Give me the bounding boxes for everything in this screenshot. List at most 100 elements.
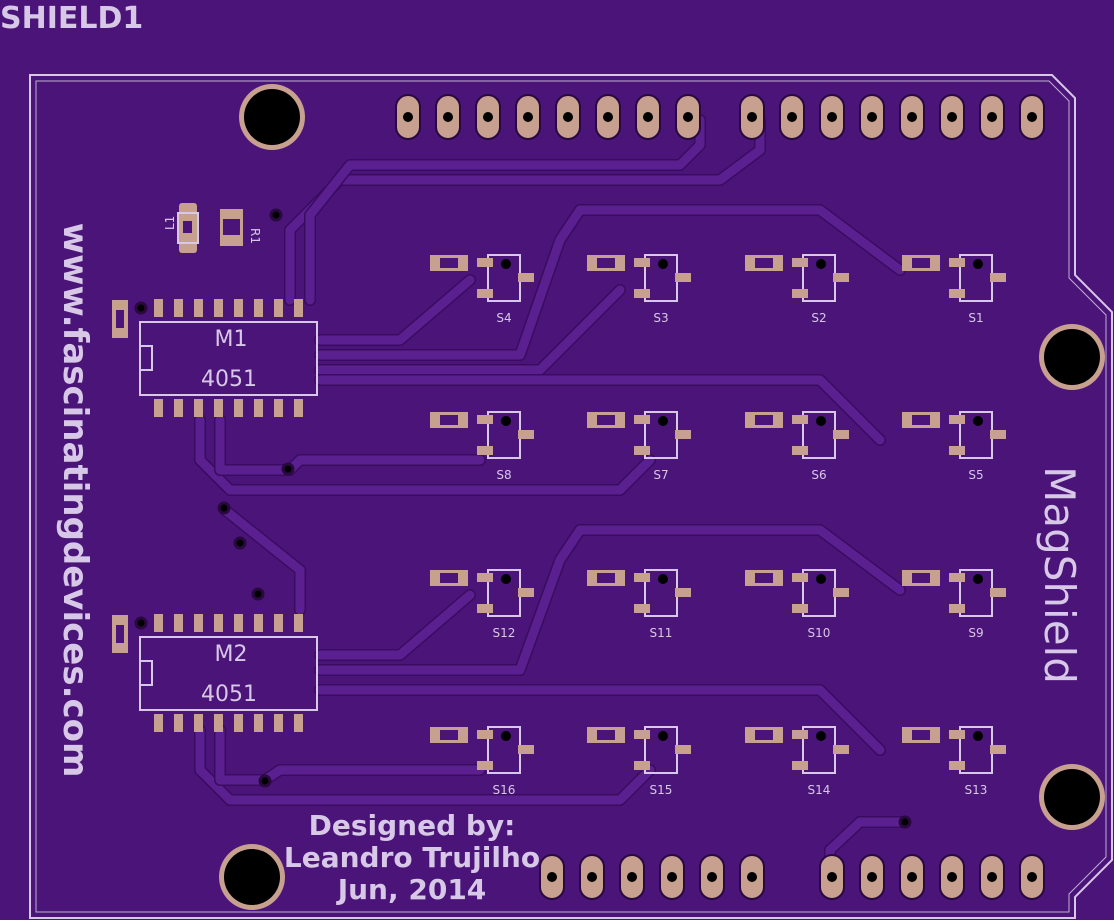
chip-m1 [139,321,318,396]
sensor-label: S5 [968,468,983,482]
sensor-cell: S2 [745,254,849,325]
credit-line-3: Jun, 2014 [336,873,487,906]
header-pin [699,854,725,900]
header-pin [939,94,965,140]
header-pin [515,94,541,140]
header-pins [395,94,1045,900]
label-r1: R1 [248,228,262,244]
chip-pin [154,299,163,317]
sensor-label: S4 [496,311,511,325]
sensor-label: S13 [965,783,988,797]
chip-pin [274,399,283,417]
board-outline [29,74,1113,919]
header-pin [859,854,885,900]
chip-pin [214,614,223,632]
chip-pin [234,299,243,317]
header-pin [899,94,925,140]
sensor-cell: S10 [745,569,849,640]
chip-pin [174,614,183,632]
chip-pins [154,299,303,732]
sensor-cell: S12 [430,569,534,640]
chip-pin [254,399,263,417]
mounting-holes [219,84,1105,910]
chip-m2 [139,636,318,711]
sensor-label: S12 [493,626,516,640]
chip-pin [294,714,303,732]
chip-pin [254,714,263,732]
sensor-cell: S7 [587,411,691,482]
board-name: SHIELD1 [0,1,143,36]
small-cap-left-1 [112,300,128,338]
chip-pin [214,399,223,417]
sensor-cell: S13 [902,726,1006,797]
sensor-cell: S3 [587,254,691,325]
chip-pin [294,614,303,632]
header-pin [475,94,501,140]
chip-pin [174,714,183,732]
sensor-cell: S16 [430,726,534,797]
header-pin [675,94,701,140]
chip-pin [234,614,243,632]
sensor-cell: S4 [430,254,534,325]
chip-pin [194,299,203,317]
resistor-r1 [220,209,243,246]
chip-pin [194,714,203,732]
small-cap-left-2 [112,615,128,653]
header-pin [979,94,1005,140]
header-pin [819,854,845,900]
sensor-cell: S11 [587,569,691,640]
chip-pin [234,399,243,417]
chip-pin [274,614,283,632]
credit-line-2: Leandro Trujilho [284,841,540,874]
inductor-l1 [177,203,199,253]
header-pin [395,94,421,140]
vias [134,208,912,829]
sensor-label: S6 [811,468,826,482]
chip-pin [154,399,163,417]
chip-pin [154,714,163,732]
header-pin [1019,94,1045,140]
sensor-label: S14 [808,783,831,797]
header-pin [779,94,805,140]
sensor-label: S3 [653,311,668,325]
header-pin [859,94,885,140]
sensor-label: S7 [653,468,668,482]
sensor-cell: S5 [902,411,1006,482]
chip-pin [294,399,303,417]
chip-pin [174,399,183,417]
header-pin [555,94,581,140]
sensor-label: S2 [811,311,826,325]
chip-pin [254,299,263,317]
website-url: www.fascinatingdevices.com [55,223,95,778]
sensor-cell: S9 [902,569,1006,640]
chip-pin [214,714,223,732]
chip-pin [274,714,283,732]
header-pin [579,854,605,900]
sensor-cell: S1 [902,254,1006,325]
chip-pin [174,299,183,317]
header-pin [435,94,461,140]
sensor-label: S8 [496,468,511,482]
traces [194,114,911,884]
sensor-label: S10 [808,626,831,640]
chip-pin [254,614,263,632]
sensor-label: S16 [493,783,516,797]
header-pin [939,854,965,900]
header-pin [659,854,685,900]
chip-m2-value: 4051 [201,682,257,707]
sensor-label: S11 [650,626,673,640]
header-pin [739,94,765,140]
chip-m2-ref: M2 [215,642,248,667]
credit-line-1: Designed by: [309,809,516,842]
header-pin [595,94,621,140]
chip-m1-ref: M1 [215,327,248,352]
sensor-label: S1 [968,311,983,325]
label-l1: L1 [163,216,177,230]
header-pin [979,854,1005,900]
header-pin [539,854,565,900]
sensor-label: S15 [650,783,673,797]
chip-m1-value: 4051 [201,367,257,392]
sensor-cell: S6 [745,411,849,482]
